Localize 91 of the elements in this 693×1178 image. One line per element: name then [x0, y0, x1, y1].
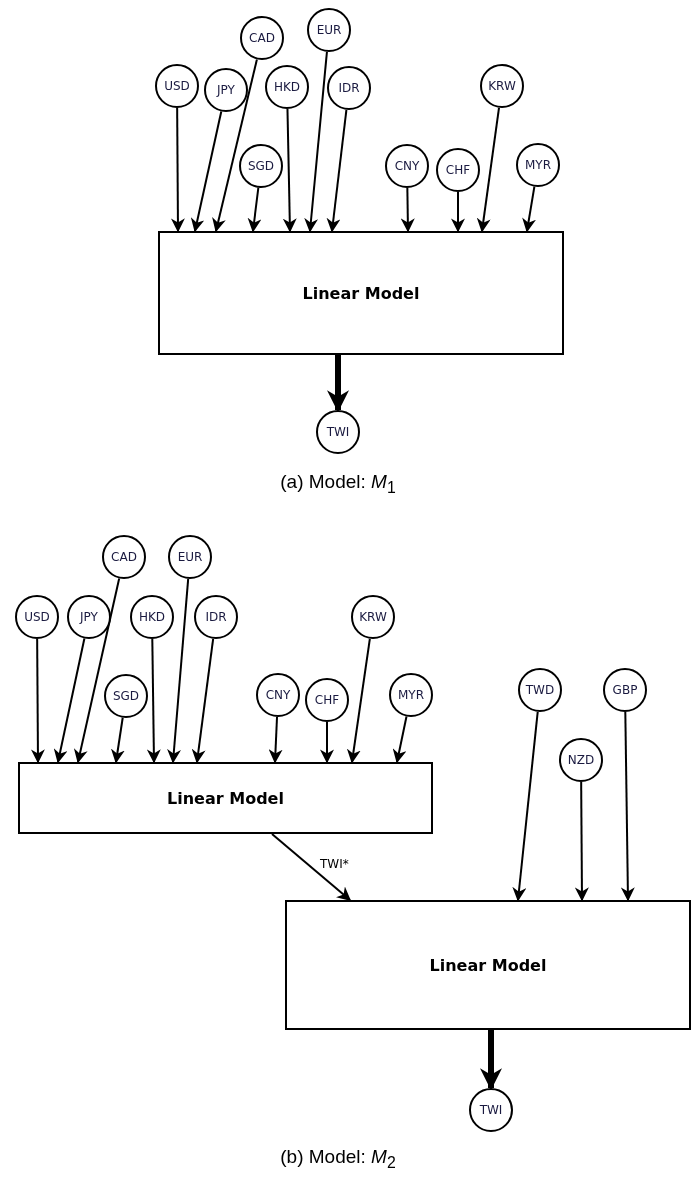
- currency-circle: [518, 668, 562, 712]
- currency-circle: [351, 595, 395, 639]
- arrow: [574, 781, 589, 902]
- node-label: TWD: [525, 683, 555, 697]
- node-label: NZD: [567, 753, 595, 767]
- node-label: CAD: [111, 550, 137, 564]
- currency-circle: [436, 148, 480, 192]
- node-label: CHF: [314, 693, 340, 707]
- currency-circle: [516, 143, 560, 187]
- currency-circle: [204, 68, 248, 112]
- node-label: HKD: [273, 80, 301, 94]
- model-box: [18, 762, 433, 834]
- currency-circle: [155, 64, 199, 108]
- currency-circle: [305, 678, 349, 722]
- model-label: Linear Model: [429, 955, 547, 975]
- node-label: IDR: [205, 610, 227, 624]
- arrow: [620, 711, 635, 902]
- arrow: [326, 108, 348, 233]
- currency-circle: [316, 410, 360, 454]
- edge-label: TWI*: [319, 857, 350, 871]
- figure-caption: (a) Model: M$_{1}$: [280, 471, 396, 497]
- currency-circle: [385, 144, 429, 188]
- currency-circle: [559, 738, 603, 782]
- arrow: [268, 716, 283, 764]
- currency-circle: [194, 595, 238, 639]
- arrow: [346, 637, 371, 764]
- arrow: [400, 187, 415, 233]
- arrow: [282, 108, 297, 233]
- arrow: [304, 50, 328, 233]
- node-label: CNY: [265, 688, 291, 702]
- arrow: [247, 186, 262, 233]
- currency-circle: [67, 595, 111, 639]
- arrow: [480, 1030, 502, 1091]
- currency-circle: [603, 668, 647, 712]
- node-label: SGD: [247, 159, 275, 173]
- figure-caption: (b) Model: M$_{2}$: [280, 1146, 396, 1172]
- arrow: [522, 185, 536, 233]
- node-label: TWI: [479, 1103, 503, 1117]
- arrow: [512, 710, 539, 902]
- arrow: [191, 637, 215, 764]
- model-label: Linear Model: [167, 788, 284, 808]
- node-label: KRW: [488, 79, 516, 93]
- node-label: EUR: [316, 23, 342, 37]
- node-label: USD: [24, 610, 50, 624]
- model-label: Linear Model: [302, 283, 420, 303]
- currency-circle: [240, 16, 284, 60]
- node-label: GBP: [612, 683, 638, 697]
- model-box: [285, 900, 691, 1030]
- node-label: CAD: [249, 31, 275, 45]
- arrow: [110, 716, 125, 764]
- arrow: [271, 833, 352, 901]
- currency-circle: [130, 595, 174, 639]
- arrow: [212, 58, 258, 233]
- node-label: EUR: [177, 550, 203, 564]
- currency-circle: [168, 535, 212, 579]
- currency-circle: [256, 673, 300, 717]
- node-label: KRW: [359, 610, 387, 624]
- currency-circle: [307, 8, 351, 52]
- currency-circle: [104, 674, 148, 718]
- node-label: IDR: [338, 81, 360, 95]
- node-label: CNY: [394, 159, 420, 173]
- arrow: [451, 191, 465, 233]
- node-label: MYR: [525, 158, 551, 172]
- arrow: [53, 637, 86, 764]
- currency-circle: [469, 1088, 513, 1132]
- currency-circle: [327, 66, 371, 110]
- currency-circle: [389, 673, 433, 717]
- currency-circle: [265, 65, 309, 109]
- currency-circle: [239, 144, 283, 188]
- arrow: [146, 638, 161, 764]
- node-label: HKD: [138, 610, 166, 624]
- node-label: JPY: [80, 610, 98, 624]
- arrow: [73, 577, 121, 764]
- arrow: [327, 355, 349, 413]
- currency-circle: [15, 595, 59, 639]
- node-label: SGD: [112, 689, 140, 703]
- arrow: [190, 110, 223, 233]
- node-label: CHF: [445, 163, 471, 177]
- arrow: [30, 638, 45, 764]
- arrow: [392, 715, 408, 764]
- node-label: TWI: [326, 425, 350, 439]
- arrow: [476, 106, 500, 233]
- node-label: USD: [164, 79, 190, 93]
- arrow: [170, 107, 185, 233]
- currency-circle: [102, 535, 146, 579]
- arrow: [167, 577, 190, 764]
- node-label: JPY: [217, 83, 235, 97]
- model-box: [158, 231, 564, 355]
- arrow: [320, 721, 334, 764]
- node-label: MYR: [398, 688, 424, 702]
- currency-circle: [480, 64, 524, 108]
